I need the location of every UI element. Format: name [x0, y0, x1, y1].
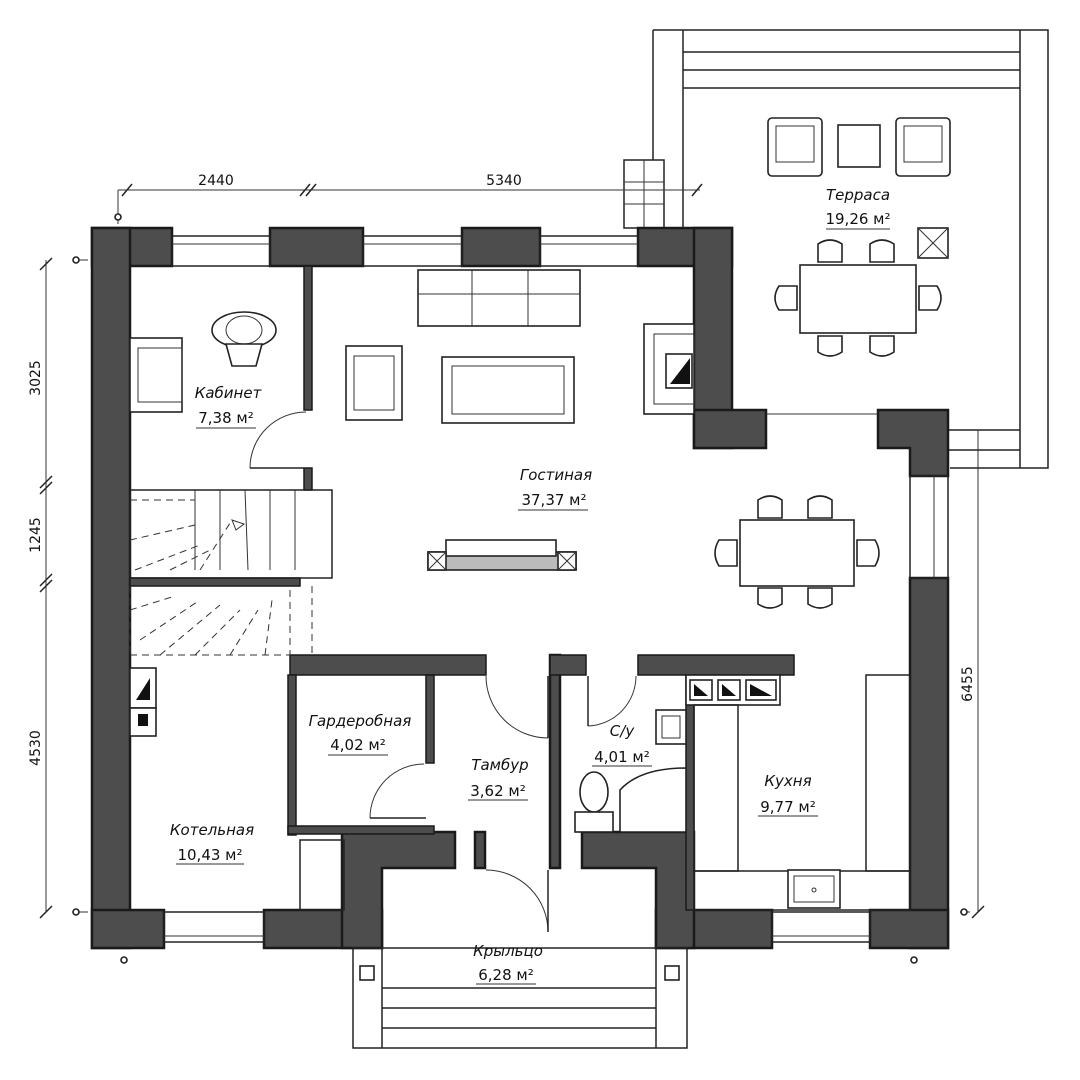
terrace-area: 19,26 м²: [825, 210, 890, 228]
dim-right: 6455: [960, 666, 976, 702]
staircase: [129, 489, 333, 656]
office-sofa: [129, 337, 183, 413]
dim-left-upper: 3025: [28, 360, 44, 396]
terrace-coffee-table: [837, 124, 881, 168]
porch-area: 6,28 м²: [478, 966, 534, 984]
room-labels: Терраса 19,26 м² Кабинет 7,38 м² Гостина…: [170, 186, 891, 985]
living-sofa: [417, 269, 581, 327]
dim-top-right: 5340: [486, 173, 522, 189]
terrace-dining-table: [774, 239, 942, 357]
dimension-labels: 2440 5340 3025 1245 4530 6455: [28, 173, 976, 766]
living-coffee-table: [441, 356, 575, 424]
terrace-name: Терраса: [826, 186, 890, 204]
terrace-armchair-right: [895, 117, 951, 177]
vestibule-name: Тамбур: [471, 756, 528, 774]
terrace-vent-box: [917, 227, 949, 259]
wardrobe-name: Гардеробная: [309, 712, 412, 730]
interior-walls: [129, 265, 795, 911]
porch-name: Крыльцо: [473, 942, 543, 960]
dim-top-left: 2440: [198, 173, 234, 189]
boiler-area: 10,43 м²: [177, 846, 242, 864]
terrace-armchair-left: [767, 117, 823, 177]
living-name: Гостиная: [520, 466, 592, 484]
dimension-lines: [39, 183, 985, 964]
wc-area: 4,01 м²: [594, 748, 650, 766]
exterior-walls: [90, 226, 950, 950]
kitchen-area: 9,77 м²: [760, 798, 816, 816]
kitchen-name: Кухня: [764, 772, 811, 790]
kitchen-stove: [685, 674, 781, 706]
wardrobe-door-swing: [369, 763, 426, 819]
dim-left-middle: 1245: [28, 517, 44, 553]
office-area: 7,38 м²: [198, 409, 254, 427]
office-name: Кабинет: [195, 384, 263, 402]
vestibule-area: 3,62 м²: [470, 782, 526, 800]
wc-fixtures: [574, 709, 687, 833]
boiler-units: [129, 667, 157, 737]
dim-left-lower: 4530: [28, 730, 44, 766]
living-area: 37,37 м²: [521, 491, 586, 509]
office-door-swing: [249, 411, 307, 469]
kitchen-counters: [693, 674, 911, 911]
wc-name: С/у: [610, 722, 636, 740]
fireplace: [643, 323, 695, 415]
windows: [163, 235, 949, 943]
vestibule-door-swings: [485, 675, 637, 933]
office-chair: [211, 311, 277, 367]
living-armchair: [345, 345, 403, 421]
boiler-cabinet: [299, 839, 345, 911]
tv-stand: [427, 539, 577, 571]
kitchen-sink: [787, 869, 841, 909]
dining-table: [714, 495, 880, 609]
boiler-name: Котельная: [170, 821, 254, 839]
wardrobe-area: 4,02 м²: [330, 736, 386, 754]
porch-steps: [352, 947, 688, 1049]
